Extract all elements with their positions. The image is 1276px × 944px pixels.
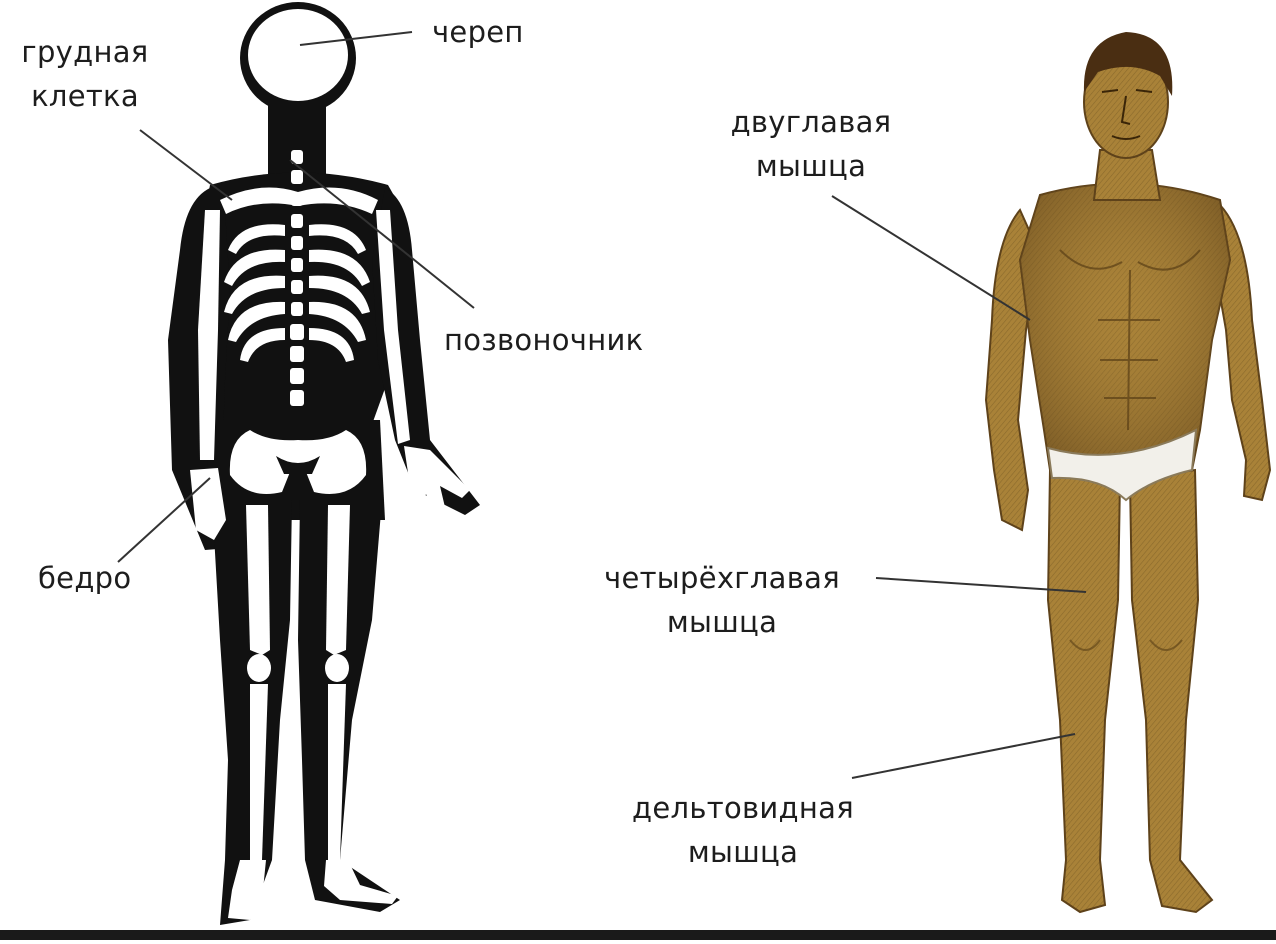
label-skull: череп bbox=[432, 10, 524, 54]
label-deltoid-line1: дельтовидная bbox=[598, 786, 888, 830]
label-quadriceps-line2: мышца bbox=[574, 600, 870, 644]
label-ribcage-line1: грудная bbox=[10, 30, 160, 74]
label-deltoid: дельтовидная мышца bbox=[598, 786, 888, 874]
label-femur: бедро bbox=[38, 556, 131, 600]
label-biceps: двуглавая мышца bbox=[706, 100, 916, 188]
label-quadriceps: четырёхглавая мышца bbox=[574, 556, 870, 644]
label-spine-text: позвоночник bbox=[444, 318, 643, 362]
bottom-border bbox=[0, 930, 1276, 940]
label-quadriceps-line1: четырёхглавая bbox=[574, 556, 870, 600]
human-figure bbox=[986, 32, 1270, 912]
label-biceps-line1: двуглавая bbox=[706, 100, 916, 144]
leader-line-ribcage bbox=[140, 130, 232, 200]
label-ribcage: грудная клетка bbox=[10, 30, 160, 118]
label-deltoid-line2: мышца bbox=[598, 830, 888, 874]
label-ribcage-line2: клетка bbox=[10, 74, 160, 118]
leader-line-deltoid bbox=[852, 734, 1075, 778]
skeleton-figure bbox=[168, 2, 480, 925]
label-spine: позвоночник bbox=[444, 318, 643, 362]
label-femur-text: бедро bbox=[38, 556, 131, 600]
label-skull-text: череп bbox=[432, 10, 524, 54]
label-biceps-line2: мышца bbox=[706, 144, 916, 188]
